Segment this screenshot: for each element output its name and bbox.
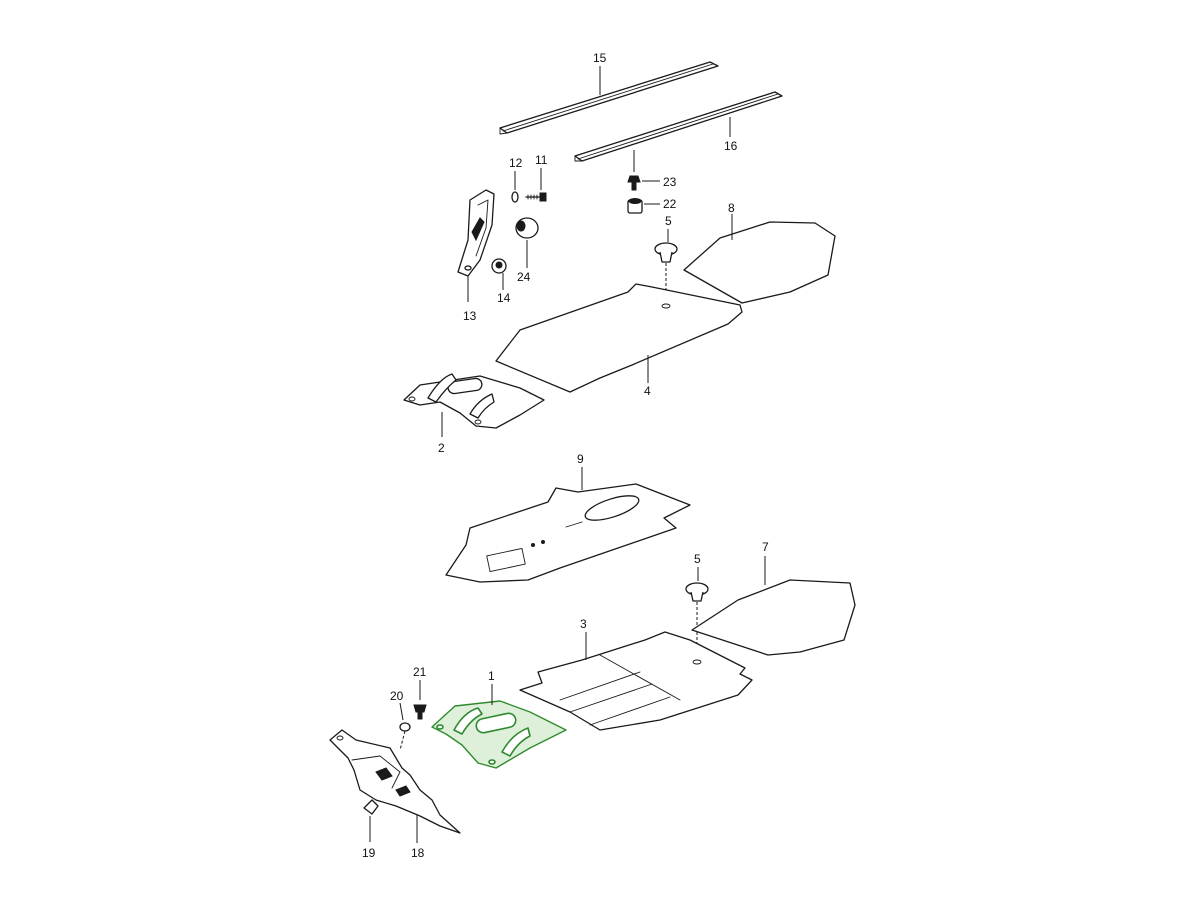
part-4-floor-carpet[interactable] (495, 283, 743, 393)
callout-11[interactable]: 11 (535, 153, 548, 167)
callout-13[interactable]: 13 (463, 309, 477, 323)
part-3-floor-carpet[interactable] (519, 631, 753, 731)
part-12-washer[interactable] (511, 191, 519, 203)
callout-15[interactable]: 15 (593, 51, 607, 65)
part-16-sill-strip[interactable] (574, 91, 783, 162)
callout-3[interactable]: 3 (580, 617, 587, 631)
part-15-sill-strip[interactable] (499, 61, 719, 135)
callout-8[interactable]: 8 (728, 201, 735, 215)
part-8-rear-carpet[interactable] (683, 221, 836, 304)
part-24-cap[interactable] (515, 217, 539, 239)
part-18-side-plate[interactable] (329, 729, 461, 834)
part-22-nut[interactable] (627, 198, 643, 214)
callout-7[interactable]: 7 (762, 540, 769, 554)
callout-18[interactable]: 18 (411, 846, 425, 860)
callout-5-upper[interactable]: 5 (665, 214, 672, 228)
callout-20[interactable]: 20 (390, 689, 404, 703)
part-13-bracket[interactable] (457, 189, 495, 277)
part-19-clip[interactable] (363, 799, 379, 815)
part-2-heel-pad[interactable] (403, 373, 545, 429)
part-21-screw[interactable] (413, 704, 427, 720)
callout-12[interactable]: 12 (509, 156, 523, 170)
callout-5-lower[interactable]: 5 (694, 552, 701, 566)
callout-14[interactable]: 14 (497, 291, 511, 305)
callout-1[interactable]: 1 (488, 669, 495, 683)
leader-20 (399, 702, 404, 721)
part-20-washer[interactable] (399, 722, 411, 732)
callout-22[interactable]: 22 (663, 197, 677, 211)
part-5-plug-upper[interactable] (654, 242, 678, 263)
part-9-insulation-mat[interactable] (445, 483, 691, 583)
callout-21[interactable]: 21 (413, 665, 427, 679)
part-7-rear-carpet[interactable] (691, 579, 856, 656)
callout-9[interactable]: 9 (577, 452, 584, 466)
callout-19[interactable]: 19 (362, 846, 376, 860)
part-5-plug-lower[interactable] (685, 582, 709, 602)
part-23-screw[interactable] (627, 175, 641, 191)
part-1-heel-pad-highlighted[interactable] (431, 700, 567, 769)
leader-20-to-plate (399, 730, 406, 751)
callout-23[interactable]: 23 (663, 175, 677, 189)
part-11-screw[interactable] (525, 192, 547, 202)
callout-2[interactable]: 2 (438, 441, 445, 455)
callout-24[interactable]: 24 (517, 270, 531, 284)
part-14-nut[interactable] (491, 258, 507, 274)
callout-16[interactable]: 16 (724, 139, 738, 153)
callout-4[interactable]: 4 (644, 384, 651, 398)
